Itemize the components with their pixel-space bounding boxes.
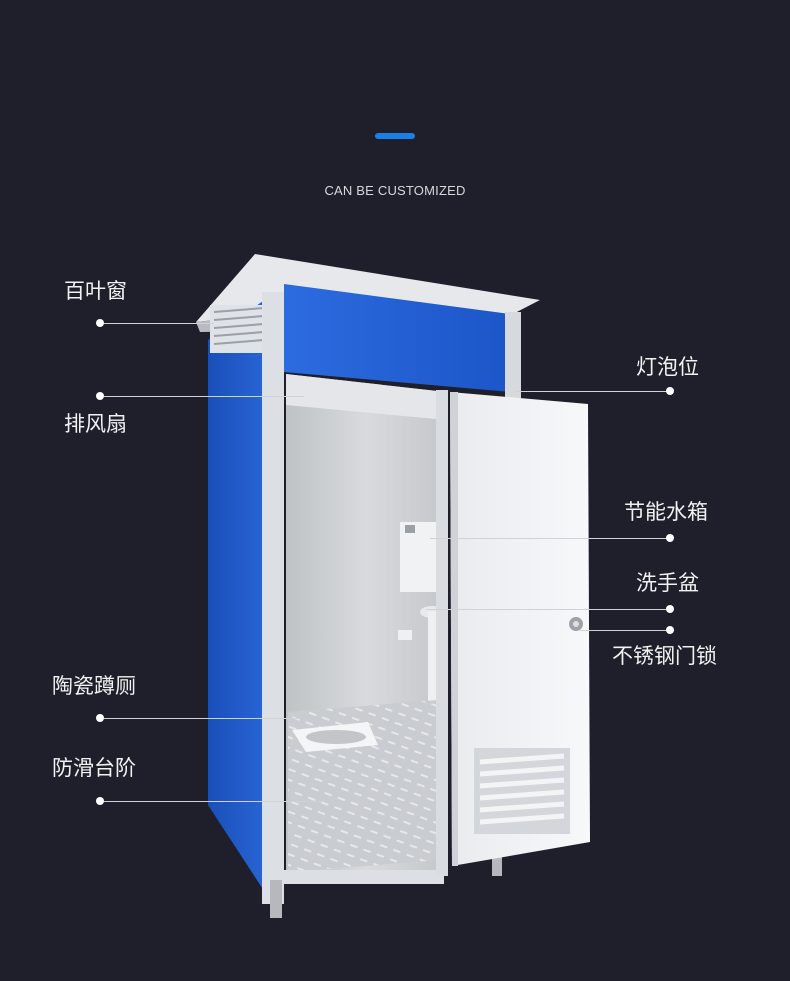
door-lock-label: 不锈钢门锁 bbox=[612, 644, 717, 668]
exhaust-fan-dot bbox=[96, 392, 104, 400]
exhaust-fan-line bbox=[104, 396, 304, 397]
ceramic-toilet-line bbox=[104, 718, 300, 719]
ceramic-toilet-label: 陶瓷蹲厕 bbox=[52, 674, 136, 698]
water-tank-line bbox=[430, 538, 668, 539]
water-tank-dot bbox=[666, 534, 674, 542]
light-position-line bbox=[515, 391, 667, 392]
louver-window-label: 百叶窗 bbox=[64, 279, 127, 303]
louver-window-dot bbox=[96, 319, 104, 327]
ceramic-toilet-dot bbox=[96, 714, 104, 722]
wash-basin-line bbox=[426, 609, 668, 610]
wash-basin-dot bbox=[666, 605, 674, 613]
page-subtitle: CAN BE CUSTOMIZED bbox=[324, 183, 466, 198]
light-position-dot bbox=[666, 387, 674, 395]
anti-slip-step-label: 防滑台阶 bbox=[52, 756, 136, 780]
anti-slip-step-line bbox=[104, 801, 324, 802]
exhaust-fan-label: 排风扇 bbox=[64, 412, 127, 436]
door-lock-dot bbox=[666, 626, 674, 634]
wash-basin-label: 洗手盆 bbox=[636, 571, 699, 595]
door-lock-line bbox=[580, 630, 668, 631]
light-position-label: 灯泡位 bbox=[636, 355, 699, 379]
water-tank-label: 节能水箱 bbox=[624, 500, 708, 524]
louver-window-line bbox=[104, 323, 214, 324]
accent-bar bbox=[375, 133, 415, 139]
anti-slip-step-dot bbox=[96, 797, 104, 805]
